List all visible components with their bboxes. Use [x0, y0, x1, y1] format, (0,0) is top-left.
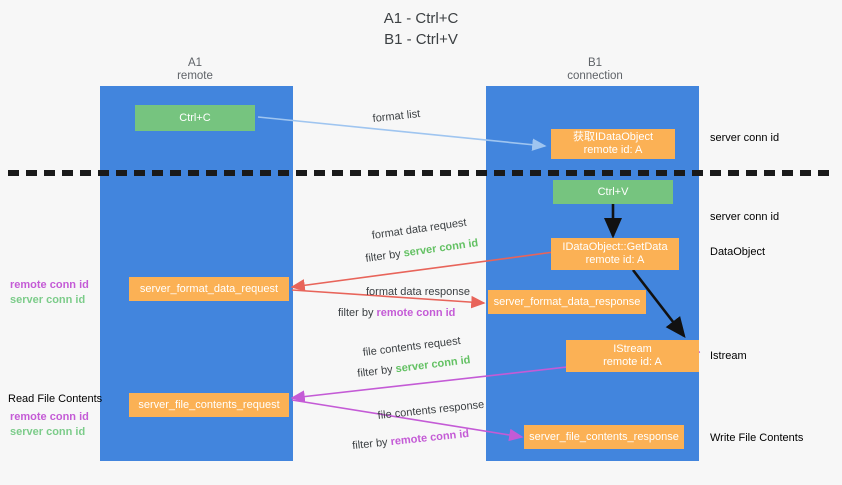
side-left-bottom-conn-ids: remote conn id server conn id — [10, 410, 89, 440]
side-left-server-conn-id: server conn id — [10, 294, 86, 306]
box-istream[interactable]: IStream remote id: A — [566, 340, 699, 372]
lane-b1-sub: connection — [567, 70, 623, 82]
box-server-format-data-response[interactable]: server_format_data_response — [488, 290, 646, 314]
box-server-format-data-request[interactable]: server_format_data_request — [129, 277, 289, 301]
box-ctrl-v[interactable]: Ctrl+V — [553, 180, 673, 204]
box-getdata-line2: remote id: A — [585, 254, 645, 266]
filter-by-text-1: filter by — [364, 248, 402, 265]
side-left-bottom-remote-conn-id: remote conn id — [10, 411, 89, 423]
title-line-2: B1 - Ctrl+V — [384, 31, 458, 48]
page-title: A1 - Ctrl+C B1 - Ctrl+V — [0, 8, 842, 50]
side-right-dataobject: DataObject — [710, 246, 766, 258]
side-left-remote-conn-id: remote conn id — [10, 279, 89, 291]
box-server-file-contents-response-label: server_file_contents_response — [529, 430, 679, 443]
box-getdata[interactable]: IDataObject::GetData remote id: A — [551, 238, 679, 270]
box-ctrl-v-label: Ctrl+V — [597, 185, 629, 198]
box-server-file-contents-request-label: server_file_contents_request — [138, 398, 280, 411]
label-format-data-response-filter: filter by remote conn id — [338, 306, 455, 320]
remote-conn-id-text-2: remote conn id — [390, 427, 470, 449]
side-right-istream: Istream — [710, 350, 747, 362]
box-istream-line1: IStream — [613, 343, 652, 355]
box-idataobject[interactable]: 获取IDataObject remote id: A — [551, 129, 675, 159]
label-file-contents-response: file contents response — [377, 398, 485, 422]
box-server-format-data-request-label: server_format_data_request — [139, 282, 279, 295]
lane-header-a1: A1 remote — [130, 57, 260, 83]
box-server-file-contents-response[interactable]: server_file_contents_response — [524, 425, 684, 449]
lane-a1-sub: remote — [177, 70, 213, 82]
lane-header-b1: B1 connection — [530, 57, 660, 83]
box-ctrl-c-label: Ctrl+C — [179, 111, 211, 124]
server-conn-id-text-2: server conn id — [394, 354, 472, 376]
side-right-server-conn-id-second: server conn id — [710, 211, 780, 223]
box-idataobject-line1: 获取IDataObject — [572, 131, 654, 143]
side-left-bottom-server-conn-id: server conn id — [10, 426, 86, 438]
lane-a1-name: A1 — [187, 57, 203, 69]
filter-by-text-2: filter by — [338, 307, 374, 319]
box-istream-line2: remote id: A — [603, 356, 662, 368]
lane-b1-name: B1 — [587, 57, 603, 69]
label-file-contents-response-filter: filter by remote conn id — [352, 427, 470, 453]
box-getdata-line1: IDataObject::GetData — [562, 241, 668, 253]
box-server-format-data-response-label: server_format_data_response — [493, 295, 641, 308]
filter-by-text-4: filter by — [351, 436, 389, 453]
filter-by-text-3: filter by — [356, 363, 394, 380]
label-format-list: format list — [372, 108, 421, 125]
label-format-data-response: format data response — [366, 286, 470, 298]
box-idataobject-line2: remote id: A — [583, 144, 643, 156]
remote-conn-id-text-1: remote conn id — [376, 307, 456, 319]
server-conn-id-text-1: server conn id — [402, 237, 480, 260]
side-left-read-file-contents: Read File Contents — [8, 393, 103, 405]
side-right-server-conn-id-top: server conn id — [710, 132, 780, 144]
title-line-1: A1 - Ctrl+C — [383, 10, 459, 27]
box-ctrl-c[interactable]: Ctrl+C — [135, 105, 255, 131]
side-right-write-file-contents: Write File Contents — [710, 432, 804, 444]
box-server-file-contents-request[interactable]: server_file_contents_request — [129, 393, 289, 417]
side-left-conn-ids: remote conn id server conn id — [10, 278, 89, 308]
